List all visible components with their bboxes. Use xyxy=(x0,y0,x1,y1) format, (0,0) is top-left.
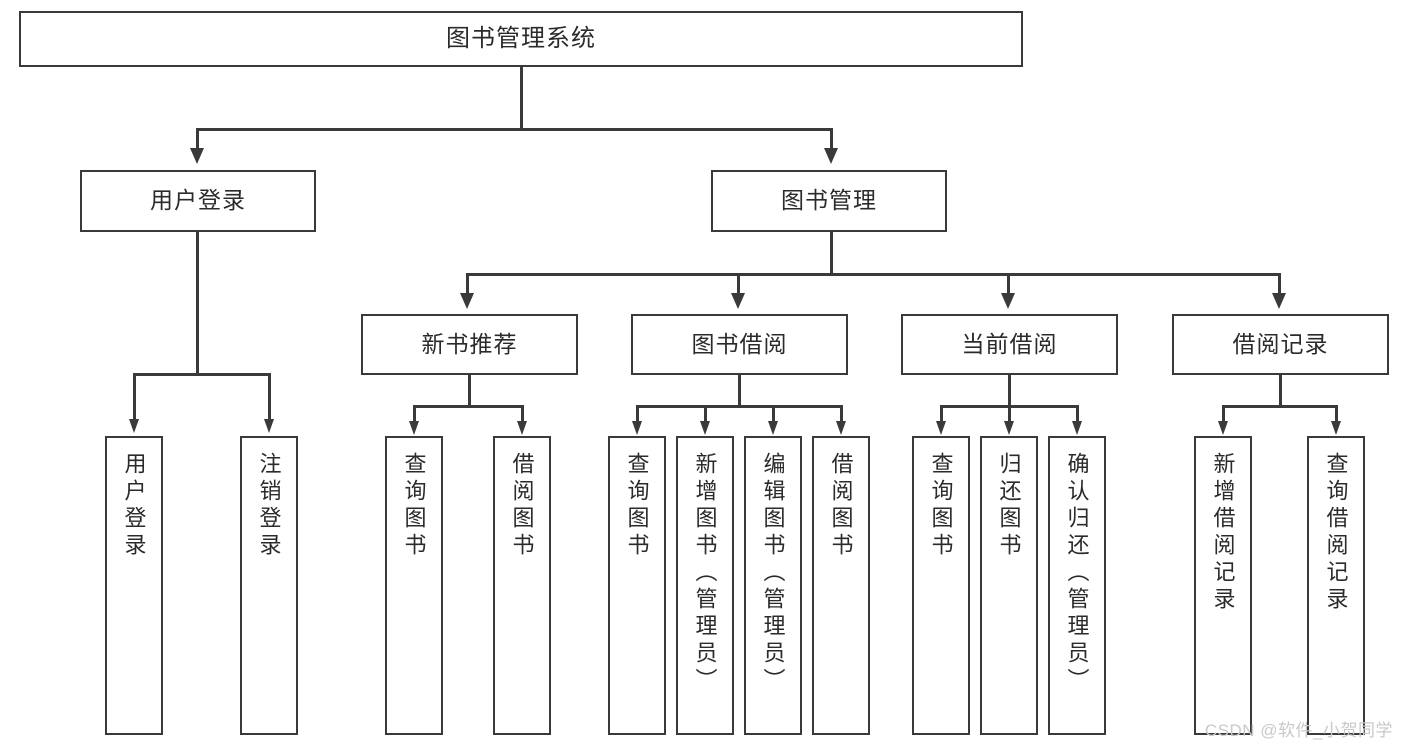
connector-book-borrow-stem xyxy=(738,375,741,406)
connector-book-borrow-bus xyxy=(636,405,842,408)
node-label: 借阅图书 xyxy=(828,452,854,560)
connector-root-to-user-login xyxy=(196,128,199,150)
connector-user-login-drop-2 xyxy=(268,373,271,421)
arrow-to-book-borrow xyxy=(731,293,745,309)
connector-user-login-drop-1 xyxy=(133,373,136,421)
leaf-return-book[interactable]: 归还图书 xyxy=(980,436,1038,735)
connector-current-borrow-stem xyxy=(1008,375,1011,406)
node-root-system[interactable]: 图书管理系统 xyxy=(19,11,1023,67)
arrow-to-leaf-confirm-return xyxy=(1072,421,1082,435)
connector-user-login-bus xyxy=(133,373,270,376)
arrow-to-leaf-query-book-c xyxy=(936,421,946,435)
node-label: 图书借阅 xyxy=(691,330,788,357)
leaf-confirm-return-admin[interactable]: 确认归还（管理员） xyxy=(1048,436,1106,735)
connector-new-book-drop-1 xyxy=(413,405,416,423)
connector-root-to-book-mgmt xyxy=(830,128,833,150)
node-label: 查询图书 xyxy=(928,452,954,560)
arrow-to-leaf-user-login xyxy=(129,419,139,433)
node-label: 借阅图书 xyxy=(509,452,535,560)
connector-book-borrow-drop-2 xyxy=(704,405,707,423)
leaf-add-borrow-record[interactable]: 新增借阅记录 xyxy=(1194,436,1252,735)
connector-book-mgmt-bus xyxy=(466,273,1281,276)
node-book-borrow[interactable]: 图书借阅 xyxy=(631,314,848,375)
node-label: 图书管理系统 xyxy=(446,24,596,52)
arrow-to-leaf-borrow-book-b xyxy=(836,421,846,435)
connector-current-borrow-drop-2 xyxy=(1008,405,1011,423)
arrow-to-leaf-add-book xyxy=(700,421,710,435)
connector-new-book-drop-2 xyxy=(521,405,524,423)
leaf-borrow-book[interactable]: 借阅图书 xyxy=(812,436,870,735)
node-label: 注销登录 xyxy=(256,452,282,560)
connector-book-mgmt-drop-3 xyxy=(1007,273,1010,295)
arrow-to-leaf-query-record xyxy=(1331,421,1341,435)
connector-borrow-record-bus xyxy=(1222,405,1337,408)
connector-user-login-stem xyxy=(196,232,199,374)
leaf-borrow-book-recommend[interactable]: 借阅图书 xyxy=(493,436,551,735)
leaf-add-book-admin[interactable]: 新增图书（管理员） xyxy=(676,436,734,735)
node-label: 查询借阅记录 xyxy=(1323,452,1349,614)
node-label: 用户登录 xyxy=(150,187,246,214)
arrow-to-leaf-add-record xyxy=(1218,421,1228,435)
arrow-to-leaf-query-book-b xyxy=(632,421,642,435)
node-label: 确认归还（管理员） xyxy=(1064,452,1090,695)
leaf-query-book-current[interactable]: 查询图书 xyxy=(912,436,970,735)
node-label: 新书推荐 xyxy=(421,330,518,357)
connector-current-borrow-drop-3 xyxy=(1076,405,1079,423)
connector-root-stem xyxy=(520,67,523,129)
connector-borrow-record-drop-1 xyxy=(1222,405,1225,423)
leaf-user-login[interactable]: 用户登录 xyxy=(105,436,163,735)
arrow-to-leaf-borrow-book-a xyxy=(517,421,527,435)
node-label: 归还图书 xyxy=(996,452,1022,560)
node-user-login[interactable]: 用户登录 xyxy=(80,170,316,232)
leaf-logout[interactable]: 注销登录 xyxy=(240,436,298,735)
arrow-root-to-book-mgmt xyxy=(824,148,838,164)
connector-book-mgmt-drop-2 xyxy=(737,273,740,295)
watermark-text: CSDN @软件_小贺同学 xyxy=(1204,721,1393,740)
connector-book-borrow-drop-3 xyxy=(772,405,775,423)
arrow-to-new-book-recommend xyxy=(460,293,474,309)
connector-book-borrow-drop-1 xyxy=(636,405,639,423)
arrow-to-borrow-record xyxy=(1272,293,1286,309)
node-label: 借阅记录 xyxy=(1232,330,1329,357)
connector-book-mgmt-drop-4 xyxy=(1278,273,1281,295)
node-label: 查询图书 xyxy=(401,452,427,560)
connector-new-book-bus xyxy=(413,405,523,408)
arrow-to-leaf-edit-book xyxy=(768,421,778,435)
leaf-edit-book-admin[interactable]: 编辑图书（管理员） xyxy=(744,436,802,735)
node-label: 当前借阅 xyxy=(961,330,1058,357)
arrow-root-to-user-login xyxy=(190,148,204,164)
connector-book-mgmt-drop-1 xyxy=(466,273,469,295)
arrow-to-leaf-logout xyxy=(264,419,274,433)
node-book-management[interactable]: 图书管理 xyxy=(711,170,947,232)
node-label: 查询图书 xyxy=(624,452,650,560)
node-label: 新增图书（管理员） xyxy=(692,452,718,695)
connector-current-borrow-drop-1 xyxy=(940,405,943,423)
connector-book-borrow-drop-4 xyxy=(840,405,843,423)
connector-new-book-stem xyxy=(468,375,471,406)
connector-book-mgmt-stem xyxy=(830,232,833,274)
node-borrow-record[interactable]: 借阅记录 xyxy=(1172,314,1389,375)
node-label: 编辑图书（管理员） xyxy=(760,452,786,695)
connector-borrow-record-drop-2 xyxy=(1335,405,1338,423)
connector-borrow-record-stem xyxy=(1279,375,1282,406)
node-current-borrow[interactable]: 当前借阅 xyxy=(901,314,1118,375)
node-label: 新增借阅记录 xyxy=(1210,452,1236,614)
arrow-to-leaf-query-book-a xyxy=(409,421,419,435)
arrow-to-leaf-return-book xyxy=(1004,421,1014,435)
node-label: 图书管理 xyxy=(781,187,877,214)
node-label: 用户登录 xyxy=(121,452,147,560)
leaf-query-book-recommend[interactable]: 查询图书 xyxy=(385,436,443,735)
leaf-query-book-borrow[interactable]: 查询图书 xyxy=(608,436,666,735)
leaf-query-borrow-record[interactable]: 查询借阅记录 xyxy=(1307,436,1365,735)
connector-root-bus xyxy=(196,128,832,131)
node-new-book-recommend[interactable]: 新书推荐 xyxy=(361,314,578,375)
arrow-to-current-borrow xyxy=(1001,293,1015,309)
